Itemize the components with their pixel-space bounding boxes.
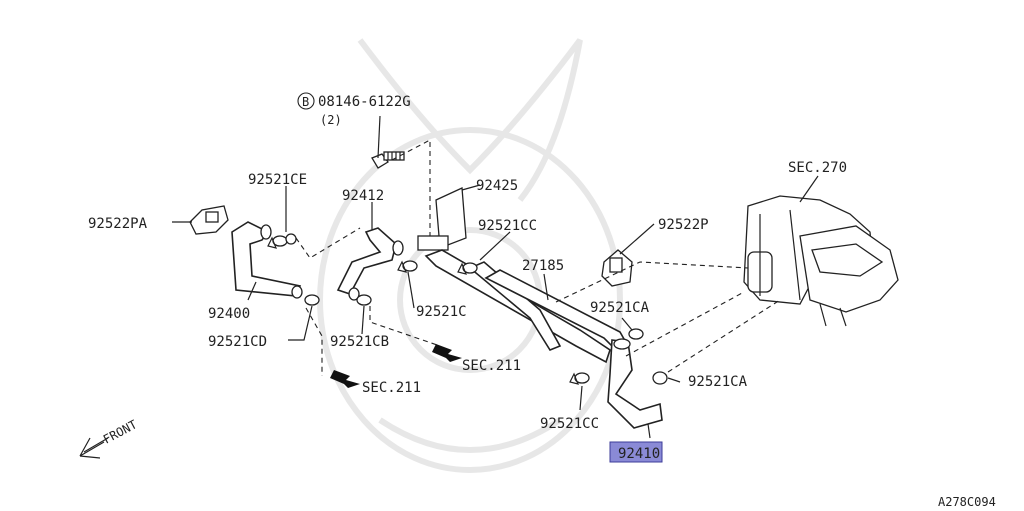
clamp-92521ce[interactable] (267, 233, 297, 249)
label-front: FRONT (101, 417, 139, 446)
label-27185: 27185 (522, 258, 564, 274)
label-sec211-right: SEC.211 (462, 358, 521, 374)
label-92521cd: 92521CD (208, 334, 267, 350)
clamp-92521cb[interactable] (356, 294, 372, 306)
label-92521ce: 92521CE (248, 172, 307, 188)
hose-92410[interactable] (607, 338, 663, 429)
arrow-sec211-left-icon (330, 370, 360, 388)
front-arrow-icon (79, 437, 109, 459)
hose-92412[interactable] (336, 227, 404, 301)
holder-92522pa[interactable] (189, 205, 229, 235)
bolt-08146-6122g[interactable] (371, 151, 405, 169)
label-92521cb: 92521CB (330, 334, 389, 350)
label-92522pa: 92522PA (88, 216, 148, 232)
diagram-code: A278C094 (938, 495, 996, 509)
arrow-sec211-right-icon (432, 344, 462, 362)
label-92522p: 92522P (658, 217, 709, 233)
label-92521ca-bottom: 92521CA (688, 374, 748, 390)
clamp-92521cd[interactable] (304, 294, 320, 306)
hose-92400[interactable] (231, 221, 303, 299)
clamp-92521cc-bottom[interactable] (569, 372, 590, 385)
dashed-guides (295, 139, 781, 376)
label-92521cc-bottom: 92521CC (540, 416, 599, 432)
clamp-92521ca-bottom[interactable] (652, 371, 668, 385)
label-sec270: SEC.270 (788, 160, 847, 176)
label-sec211-left: SEC.211 (362, 380, 421, 396)
holder-92522p[interactable] (601, 249, 633, 287)
clamp-92521ca-top[interactable] (628, 328, 644, 340)
highlight-92410 (609, 441, 663, 463)
svg-text:B: B (302, 95, 309, 109)
label-bolt-qty: (2) (320, 113, 342, 127)
clamp-92521c[interactable] (397, 260, 418, 273)
clamp-92521cc-top[interactable] (457, 262, 478, 275)
label-92521cc-top: 92521CC (478, 218, 537, 234)
bolt-circle-icon: B (297, 92, 315, 110)
label-92412: 92412 (342, 188, 384, 204)
bracket-92425[interactable] (417, 187, 467, 251)
label-92400: 92400 (208, 306, 250, 322)
label-92521c: 92521C (416, 304, 467, 320)
label-92425: 92425 (476, 178, 518, 194)
watermark-emblem (317, 38, 623, 473)
heater-unit-sec270[interactable] (743, 195, 899, 327)
pipe-27185[interactable] (424, 249, 630, 364)
leader-lines (172, 115, 819, 439)
label-92410: 92410 (618, 446, 660, 462)
label-bolt-code: 08146-6122G (318, 94, 411, 110)
label-92521ca-top: 92521CA (590, 300, 650, 316)
